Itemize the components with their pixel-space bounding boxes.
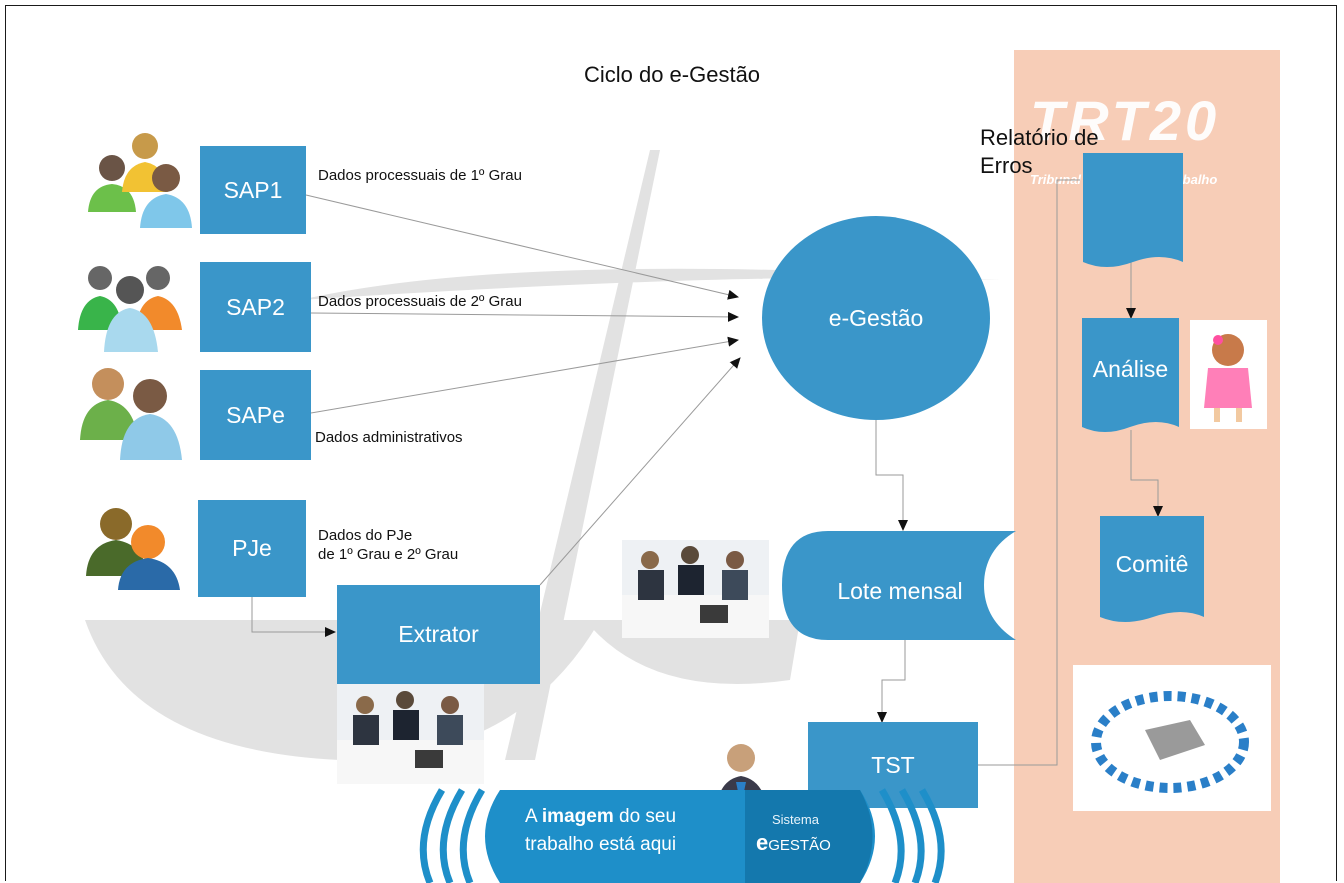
team-circle-photo-icon — [1073, 665, 1271, 811]
egestao-to-lote-arrow — [875, 420, 908, 531]
diagram-title: Ciclo do e-Gestão — [583, 62, 761, 87]
analise-to-comite-arrow — [1130, 430, 1163, 517]
egestao-node: e-Gestão — [828, 305, 924, 331]
pje-edge-label: Dados do PJe de 1º Grau e 2º Grau — [318, 526, 458, 564]
relatorio-line1: Relatório de — [980, 125, 1099, 150]
extrator-to-egestao-arrow — [539, 357, 741, 586]
relatorio-node: Relatório de Erros — [980, 124, 1099, 180]
lote-node: Lote mensal — [837, 578, 963, 604]
banner-gestao: eGESTÃO — [756, 830, 831, 855]
sap2-edge-label: Dados processuais de 2º Grau — [318, 293, 522, 310]
banner-bold-word: imagem — [541, 806, 614, 827]
extrator-node: Extrator — [337, 585, 540, 684]
meeting-photo-2-icon — [337, 684, 484, 784]
analise-doc-shape — [1082, 318, 1179, 432]
diagram-frame — [5, 5, 1337, 881]
analise-node: Análise — [1092, 356, 1169, 382]
doll-photo-icon — [1190, 320, 1267, 429]
relatorio-doc-shape — [1083, 153, 1183, 267]
group-sape-icon — [80, 368, 182, 460]
comite-node: Comitê — [1115, 551, 1189, 577]
tst-to-relatorio-line — [978, 179, 1080, 766]
group-sap2-icon — [78, 266, 182, 352]
sap1-to-egestao-arrow — [305, 194, 739, 300]
sape-node: SAPe — [200, 370, 311, 460]
sap1-edge-label: Dados processuais de 1º Grau — [318, 167, 522, 184]
relatorio-line2: Erros — [980, 153, 1033, 178]
pje-to-extrator-arrow — [251, 597, 336, 637]
banner-sistema: Sistema — [772, 812, 819, 827]
sap2-to-egestao-arrow — [310, 311, 739, 322]
egestao-e-logo-icon: e — [756, 830, 769, 855]
meeting-photo-icon — [622, 540, 769, 638]
sape-edge-label: Dados administrativos — [315, 429, 463, 446]
comite-doc-shape — [1100, 516, 1204, 622]
pje-node: PJe — [198, 500, 306, 597]
banner-line1: A imagem do seu — [525, 806, 677, 827]
lote-to-tst-arrow — [877, 640, 906, 723]
trt20-logo: TRT20 — [1030, 89, 1221, 152]
pje-edge-label-line2: de 1º Grau e 2º Grau — [318, 546, 459, 563]
sape-to-egestao-arrow — [310, 336, 739, 414]
group-sap1-icon — [88, 133, 192, 228]
tst-node: TST — [808, 722, 978, 808]
group-pje-icon — [86, 508, 180, 590]
banner-line2: trabalho está aqui — [525, 834, 677, 855]
pje-edge-label-line1: Dados do PJe — [318, 527, 413, 544]
sap2-node: SAP2 — [200, 262, 311, 352]
sap1-node: SAP1 — [200, 146, 306, 234]
